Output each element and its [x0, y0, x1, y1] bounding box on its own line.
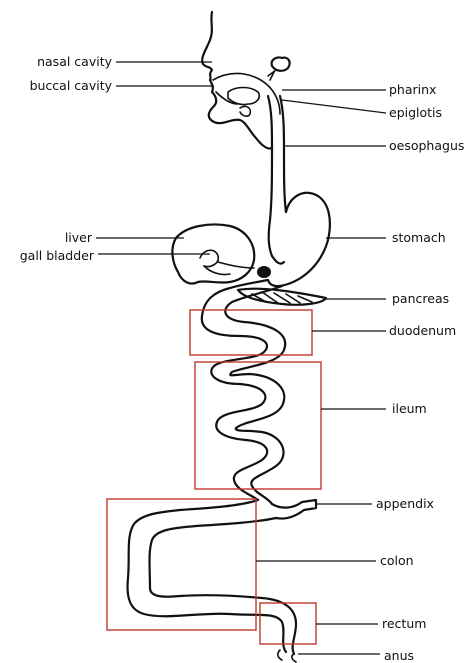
label-buccal-cavity: buccal cavity	[30, 78, 113, 93]
label-pancreas: pancreas	[392, 291, 449, 306]
duodenum-highlight-box	[190, 310, 312, 355]
colon-shape	[128, 500, 296, 654]
rectum-highlight-box	[260, 603, 316, 644]
label-liver: liver	[65, 230, 93, 245]
label-stomach: stomach	[392, 230, 446, 245]
label-colon: colon	[380, 553, 414, 568]
label-ileum: ileum	[392, 401, 427, 416]
label-pharinx: pharinx	[389, 82, 436, 97]
label-epiglotis: epiglotis	[389, 105, 442, 120]
label-duodenum: duodenum	[389, 323, 456, 338]
label-nasal-cavity: nasal cavity	[37, 54, 113, 69]
stomach-shape	[268, 193, 330, 286]
oesophagus-tube	[268, 96, 286, 256]
head-profile	[202, 12, 289, 149]
ileum-highlight-box	[195, 362, 321, 489]
label-anus: anus	[384, 648, 414, 663]
label-appendix: appendix	[376, 496, 434, 511]
label-gall-bladder: gall bladder	[20, 248, 95, 263]
label-oesophagus: oesophagus	[389, 138, 464, 153]
sphincter-blob	[257, 266, 271, 278]
epiglotis-leader	[282, 100, 386, 113]
small-intestine	[202, 280, 285, 504]
appendix-shape	[272, 500, 316, 519]
label-rectum: rectum	[382, 616, 426, 631]
